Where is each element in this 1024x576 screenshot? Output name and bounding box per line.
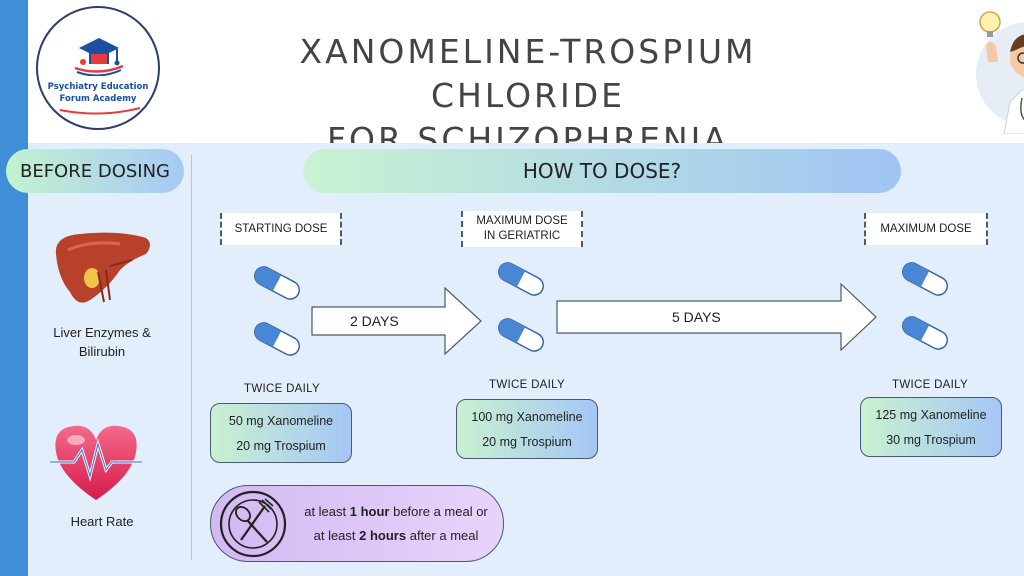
- stage-label-text-line2: IN GERIATRIC: [483, 230, 561, 242]
- liver-icon: [55, 232, 150, 303]
- stage-label-max-geriatric: MAXIMUM DOSE IN GERIATRIC: [461, 211, 583, 247]
- dose-xanomeline: 125 mg Xanomeline: [875, 408, 987, 422]
- dose-xanomeline: 50 mg Xanomeline: [228, 414, 334, 428]
- meal-timing-text: at least 1 hour before a meal or at leas…: [291, 500, 501, 548]
- dose-box-max-geriatric: 100 mg Xanomeline 20 mg Trospium: [456, 399, 598, 459]
- before-dosing-header: BEFORE DOSING: [6, 149, 184, 193]
- logo-text-line1: Psychiatry Education: [47, 82, 149, 92]
- capsule-icon: [254, 266, 300, 300]
- left-accent-stripe: [0, 0, 28, 576]
- page-title: XANOMELINE-TROSPIUM CHLORIDE FOR SCHIZOP…: [228, 30, 828, 162]
- heart-rate-label: Heart Rate: [70, 514, 134, 529]
- liver-label: Liver Enzymes & Bilirubin: [22, 323, 182, 361]
- how-to-dose-header: HOW TO DOSE?: [303, 149, 901, 193]
- dose-trospium: 20 mg Trospium: [236, 439, 326, 453]
- meal-timing-box: at least 1 hour before a meal or at leas…: [210, 485, 504, 562]
- header: Psychiatry Education Forum Academy XANOM…: [28, 0, 1024, 159]
- capsule-icon: [254, 322, 300, 356]
- stage-label-text: STARTING DOSE: [234, 222, 328, 235]
- transition-label-2-days: 2 DAYS: [350, 313, 399, 329]
- frequency-label: TWICE DAILY: [244, 383, 320, 395]
- arrow-5-days: [556, 283, 877, 351]
- logo-swoosh-icon: [59, 107, 141, 115]
- dose-box-starting: 50 mg Xanomeline 20 mg Trospium: [210, 403, 352, 463]
- logo-graduation-cap-icon: [74, 38, 124, 76]
- stage-label-text-line1: MAXIMUM DOSE: [476, 215, 568, 227]
- capsule-icon: [902, 262, 948, 296]
- plate-fork-spoon-icon: [219, 490, 287, 558]
- arrow-2-days: [311, 287, 482, 355]
- dose-trospium: 30 mg Trospium: [886, 433, 976, 447]
- vertical-divider: [191, 155, 192, 560]
- stage-label-maximum-dose: MAXIMUM DOSE: [864, 213, 988, 245]
- dose-trospium: 20 mg Trospium: [482, 435, 572, 449]
- title-line1: XANOMELINE-TROSPIUM CHLORIDE: [299, 32, 757, 115]
- logo-text-line2: Forum Academy: [59, 94, 137, 104]
- liver-label-line2: Bilirubin: [78, 344, 126, 359]
- frequency-label: TWICE DAILY: [489, 379, 565, 391]
- capsule-icon: [498, 318, 544, 352]
- doctor-illustration-icon: [976, 11, 1024, 134]
- liver-label-line1: Liver Enzymes &: [53, 325, 151, 340]
- capsule-icon: [498, 262, 544, 296]
- dose-box-maximum: 125 mg Xanomeline 30 mg Trospium: [860, 397, 1002, 457]
- stage-label-text: MAXIMUM DOSE: [880, 222, 972, 235]
- logo: Psychiatry Education Forum Academy: [36, 6, 160, 130]
- capsule-icon: [902, 316, 948, 350]
- stage-label-starting-dose: STARTING DOSE: [220, 213, 342, 245]
- dose-xanomeline: 100 mg Xanomeline: [471, 410, 583, 424]
- heart-rate-icon: [50, 425, 142, 500]
- meal-timing-line2: at least 2 hours after a meal: [313, 528, 479, 543]
- transition-label-5-days: 5 DAYS: [672, 309, 721, 325]
- frequency-label: TWICE DAILY: [892, 379, 968, 391]
- meal-timing-line1: at least 1 hour before a meal or: [304, 504, 488, 519]
